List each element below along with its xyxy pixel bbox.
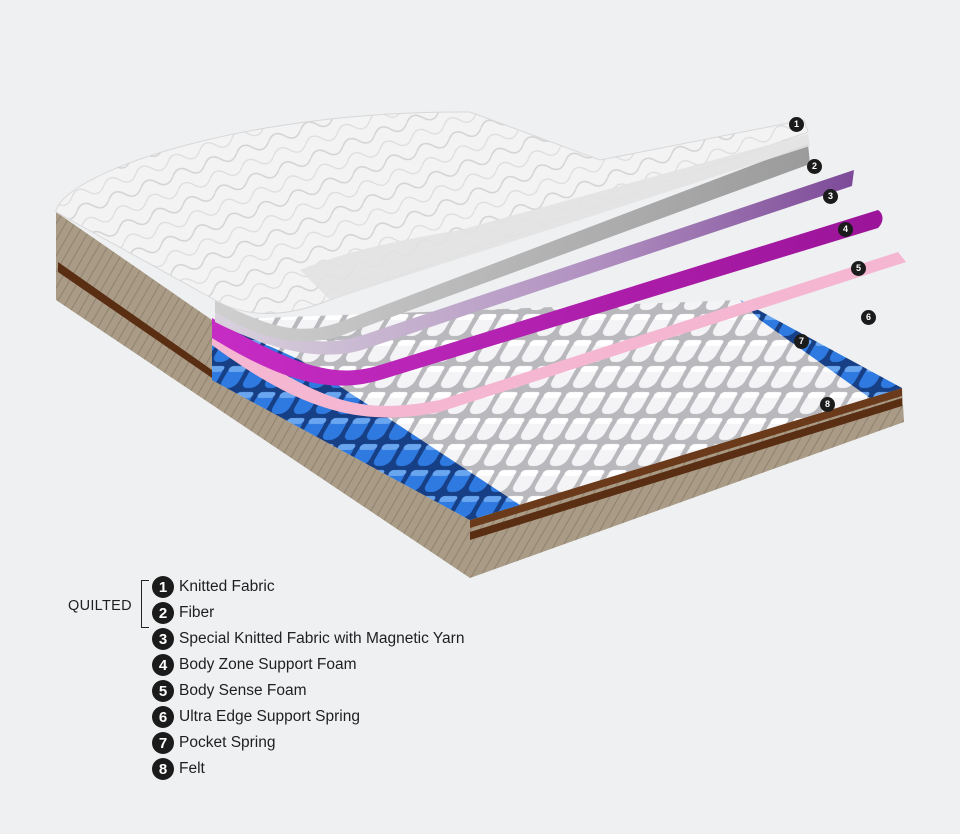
legend-number: 4 [152,654,174,676]
legend-number: 6 [152,706,174,728]
legend-item: 6 Ultra Edge Support Spring [152,706,360,728]
layer-fiber-top [300,134,810,300]
legend-item: 1 Knitted Fabric [152,576,275,598]
callout-badge-6: 6 [861,310,876,325]
callout-badge-8: 8 [820,397,835,412]
layer-support-foam [212,210,883,386]
legend-number: 3 [152,628,174,650]
legend-number: 5 [152,680,174,702]
legend-label: Felt [179,760,205,777]
legend-item: 7 Pocket Spring [152,732,276,754]
legend-item: 8 Felt [152,758,205,780]
felt-strip-left [58,262,212,378]
callout-badge-5: 5 [851,261,866,276]
quilted-group-label: QUILTED [68,598,132,614]
legend-number: 2 [152,602,174,624]
legend-number: 1 [152,576,174,598]
legend-number: 8 [152,758,174,780]
legend-label: Pocket Spring [179,734,276,751]
callout-badge-4: 4 [838,222,853,237]
callout-badge-1: 1 [789,117,804,132]
felt-strip-front [470,398,902,540]
legend-item: 3 Special Knitted Fabric with Magnetic Y… [152,628,464,650]
legend-label: Ultra Edge Support Spring [179,708,360,725]
quilted-bracket [141,580,149,628]
pocket-spring-field [212,300,902,520]
legend-label: Body Zone Support Foam [179,656,357,673]
legend-label: Knitted Fabric [179,578,275,595]
felt-base [470,388,902,528]
legend-item: 5 Body Sense Foam [152,680,307,702]
callout-badge-2: 2 [807,159,822,174]
legend-item: 2 Fiber [152,602,214,624]
mattress-border-left [56,212,470,578]
callout-badge-3: 3 [823,189,838,204]
legend-label: Body Sense Foam [179,682,307,699]
legend-item: 4 Body Zone Support Foam [152,654,357,676]
legend-label: Fiber [179,604,215,621]
layer-knitted-fabric [55,111,809,314]
legend-number: 7 [152,732,174,754]
edge-spring-back [740,300,902,398]
callout-badge-7: 7 [794,334,809,349]
legend-label: Special Knitted Fabric with Magnetic Yar… [179,630,465,647]
